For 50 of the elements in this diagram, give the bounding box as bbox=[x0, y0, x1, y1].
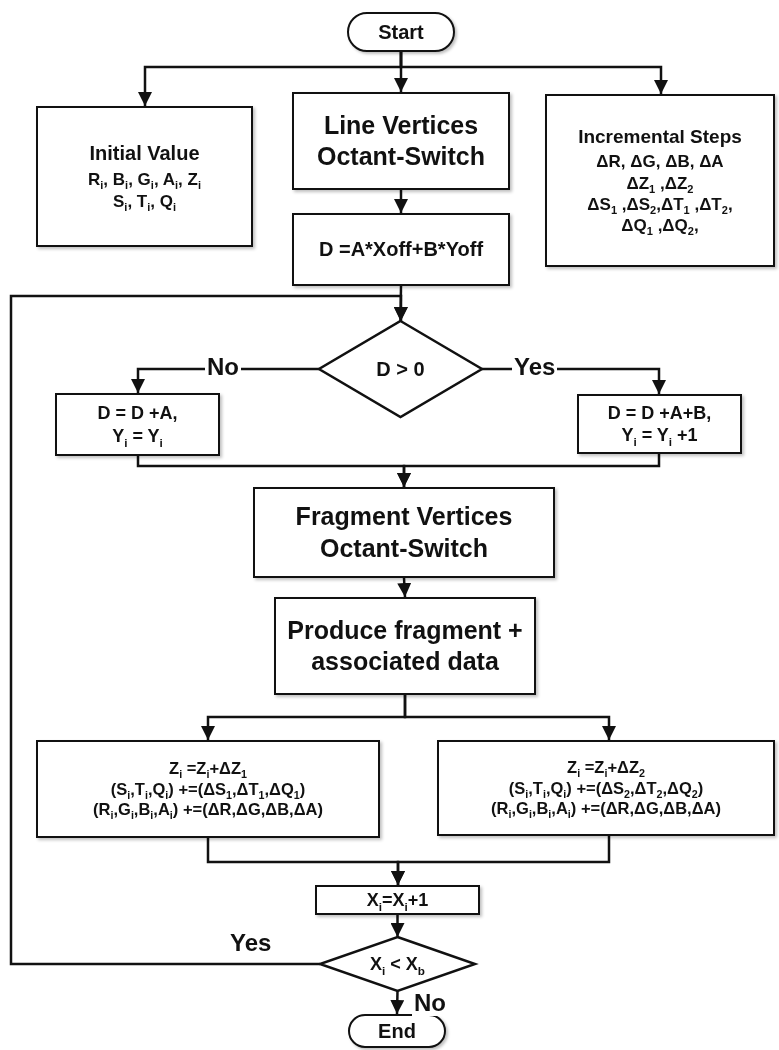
process-box bbox=[55, 393, 220, 456]
node-text: R$_{i}$, B$_{i}$, G$_{i}$, A$_{i}$, Z$_{i}$ bbox=[88, 169, 201, 191]
process-box bbox=[292, 213, 510, 286]
node-text: Y$_{i}$ = Y$_{i}$ +1 bbox=[621, 424, 698, 447]
box-heading: Incremental Steps bbox=[578, 124, 742, 149]
node-text: D =A*Xoff+B*Yoff bbox=[318, 237, 484, 262]
arrow bbox=[399, 52, 668, 94]
node-text: Start bbox=[378, 19, 424, 45]
node-text: D = D +A, bbox=[97, 402, 178, 425]
node-text: ΔR, ΔG, ΔB, ΔA bbox=[596, 151, 724, 173]
node-text: ΔQ$_{1}$ ,ΔQ$_{2}$, bbox=[621, 215, 699, 237]
node-text: ΔS$_{1}$ ,ΔS$_{2}$,ΔT$_{1}$ ,ΔT$_{2}$, bbox=[587, 193, 733, 216]
arrow bbox=[390, 990, 405, 1015]
node-text: End bbox=[378, 1018, 416, 1044]
node-text: D = D +A+B, bbox=[607, 401, 712, 424]
terminal-shape bbox=[348, 1014, 446, 1048]
node-text: (S$_{i}$,T$_{i}$,Q$_{i}$) +=(ΔS$_{1}$,ΔT$_{1}$,ΔQ$_{1}$) bbox=[110, 778, 306, 800]
node-text: Fragment Vertices Octant-Switch bbox=[294, 501, 514, 564]
process-box bbox=[274, 597, 536, 695]
process-box bbox=[36, 740, 380, 838]
process-box bbox=[292, 92, 510, 190]
terminal-shape bbox=[347, 12, 455, 52]
arrow bbox=[394, 190, 408, 213]
decision-diamond bbox=[319, 321, 482, 417]
node-text: Y$_{i}$ = Y$_{i}$ bbox=[112, 424, 163, 447]
node-text: ΔZ$_{1}$ ,ΔZ$_{2}$ bbox=[626, 172, 694, 194]
node-text: D > 0 bbox=[376, 356, 425, 382]
arrow bbox=[9, 294, 408, 966]
process-box bbox=[315, 885, 480, 915]
node-text: Line Vertices Octant-Switch bbox=[315, 109, 487, 172]
arrow bbox=[397, 454, 661, 487]
arrow bbox=[390, 915, 405, 937]
process-box bbox=[577, 394, 742, 454]
node-text: (S$_{i}$,T$_{i}$,Q$_{i}$) +=(ΔS$_{2}$,ΔT$_{2}$,ΔQ$_{2}$) bbox=[508, 777, 704, 799]
node-text: Z$_{i}$ =Z$_{i}$+ΔZ$_{1}$ bbox=[169, 758, 247, 779]
node-text: Z$_{i}$ =Z$_{i}$+ΔZ$_{2}$ bbox=[567, 757, 645, 778]
process-box bbox=[437, 740, 775, 836]
node-text: (R$_{i}$,G$_{i}$,B$_{i}$,A$_{i}$) +=(ΔR,ΔG,ΔB,ΔA) bbox=[491, 798, 721, 819]
arrow bbox=[397, 577, 412, 598]
box-heading: Initial Value bbox=[89, 141, 200, 167]
node-text: X$_{i}$=X$_{i}$+1 bbox=[366, 888, 429, 912]
node-text: S$_{i}$, T$_{i}$, Q$_{i}$ bbox=[112, 190, 177, 212]
arrow bbox=[403, 695, 616, 740]
process-box bbox=[545, 94, 775, 267]
node-text: Produce fragment + associated data bbox=[286, 614, 524, 677]
process-box bbox=[253, 487, 555, 578]
process-box bbox=[36, 106, 253, 247]
node-text: (R$_{i}$,G$_{i}$,B$_{i}$,A$_{i}$) +=(ΔR,ΔG,ΔB,ΔA) bbox=[93, 799, 323, 820]
node-text: X$_{i}$ < X$_{b}$ bbox=[370, 952, 425, 976]
arrow bbox=[391, 836, 611, 885]
